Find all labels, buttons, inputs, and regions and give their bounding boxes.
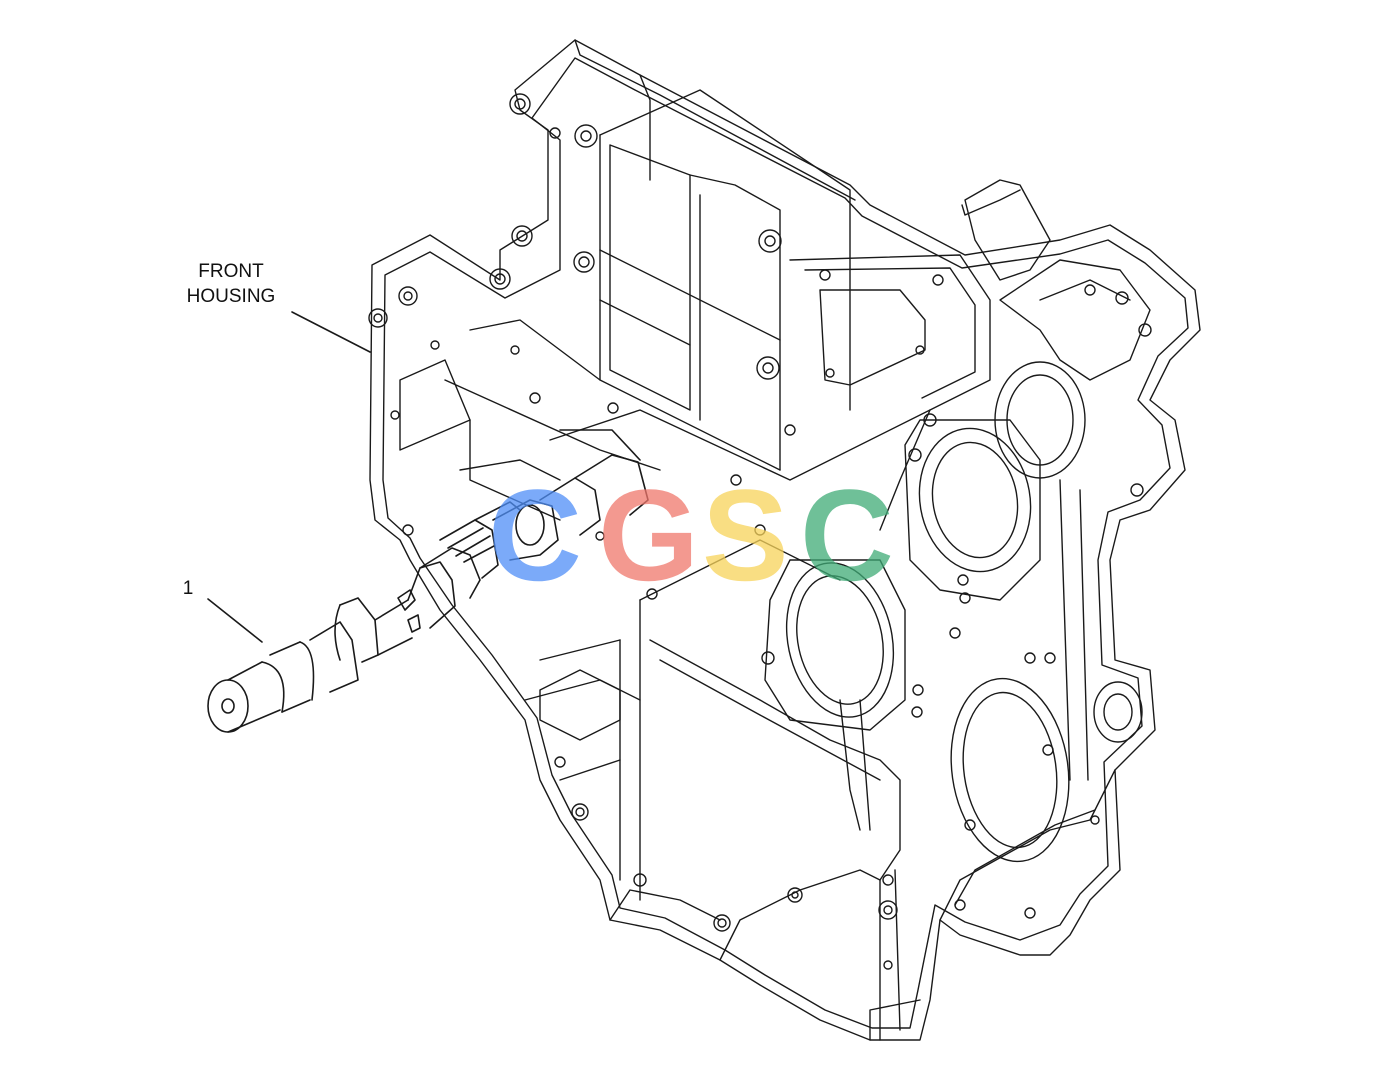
housing-openings: [764, 361, 1143, 863]
cgsc-watermark: C G S C: [488, 462, 894, 608]
front-housing-outline: [369, 39, 1201, 1041]
watermark-letter-g: G: [598, 462, 699, 608]
front-housing-leader: [291, 311, 371, 353]
watermark-letter-s: S: [702, 462, 789, 608]
watermark-letter-c1: C: [488, 462, 582, 608]
front-housing-label: FRONT HOUSING: [172, 259, 290, 309]
part-number-label: 1: [182, 578, 194, 599]
watermark-letter-c2: C: [800, 462, 894, 608]
bolt-holes: [368, 93, 1152, 970]
front-housing-label-line2: HOUSING: [186, 286, 276, 307]
front-housing-label-line1: FRONT: [198, 261, 264, 282]
part-1-leader: [207, 598, 263, 643]
part-1-sensor: [207, 429, 649, 733]
